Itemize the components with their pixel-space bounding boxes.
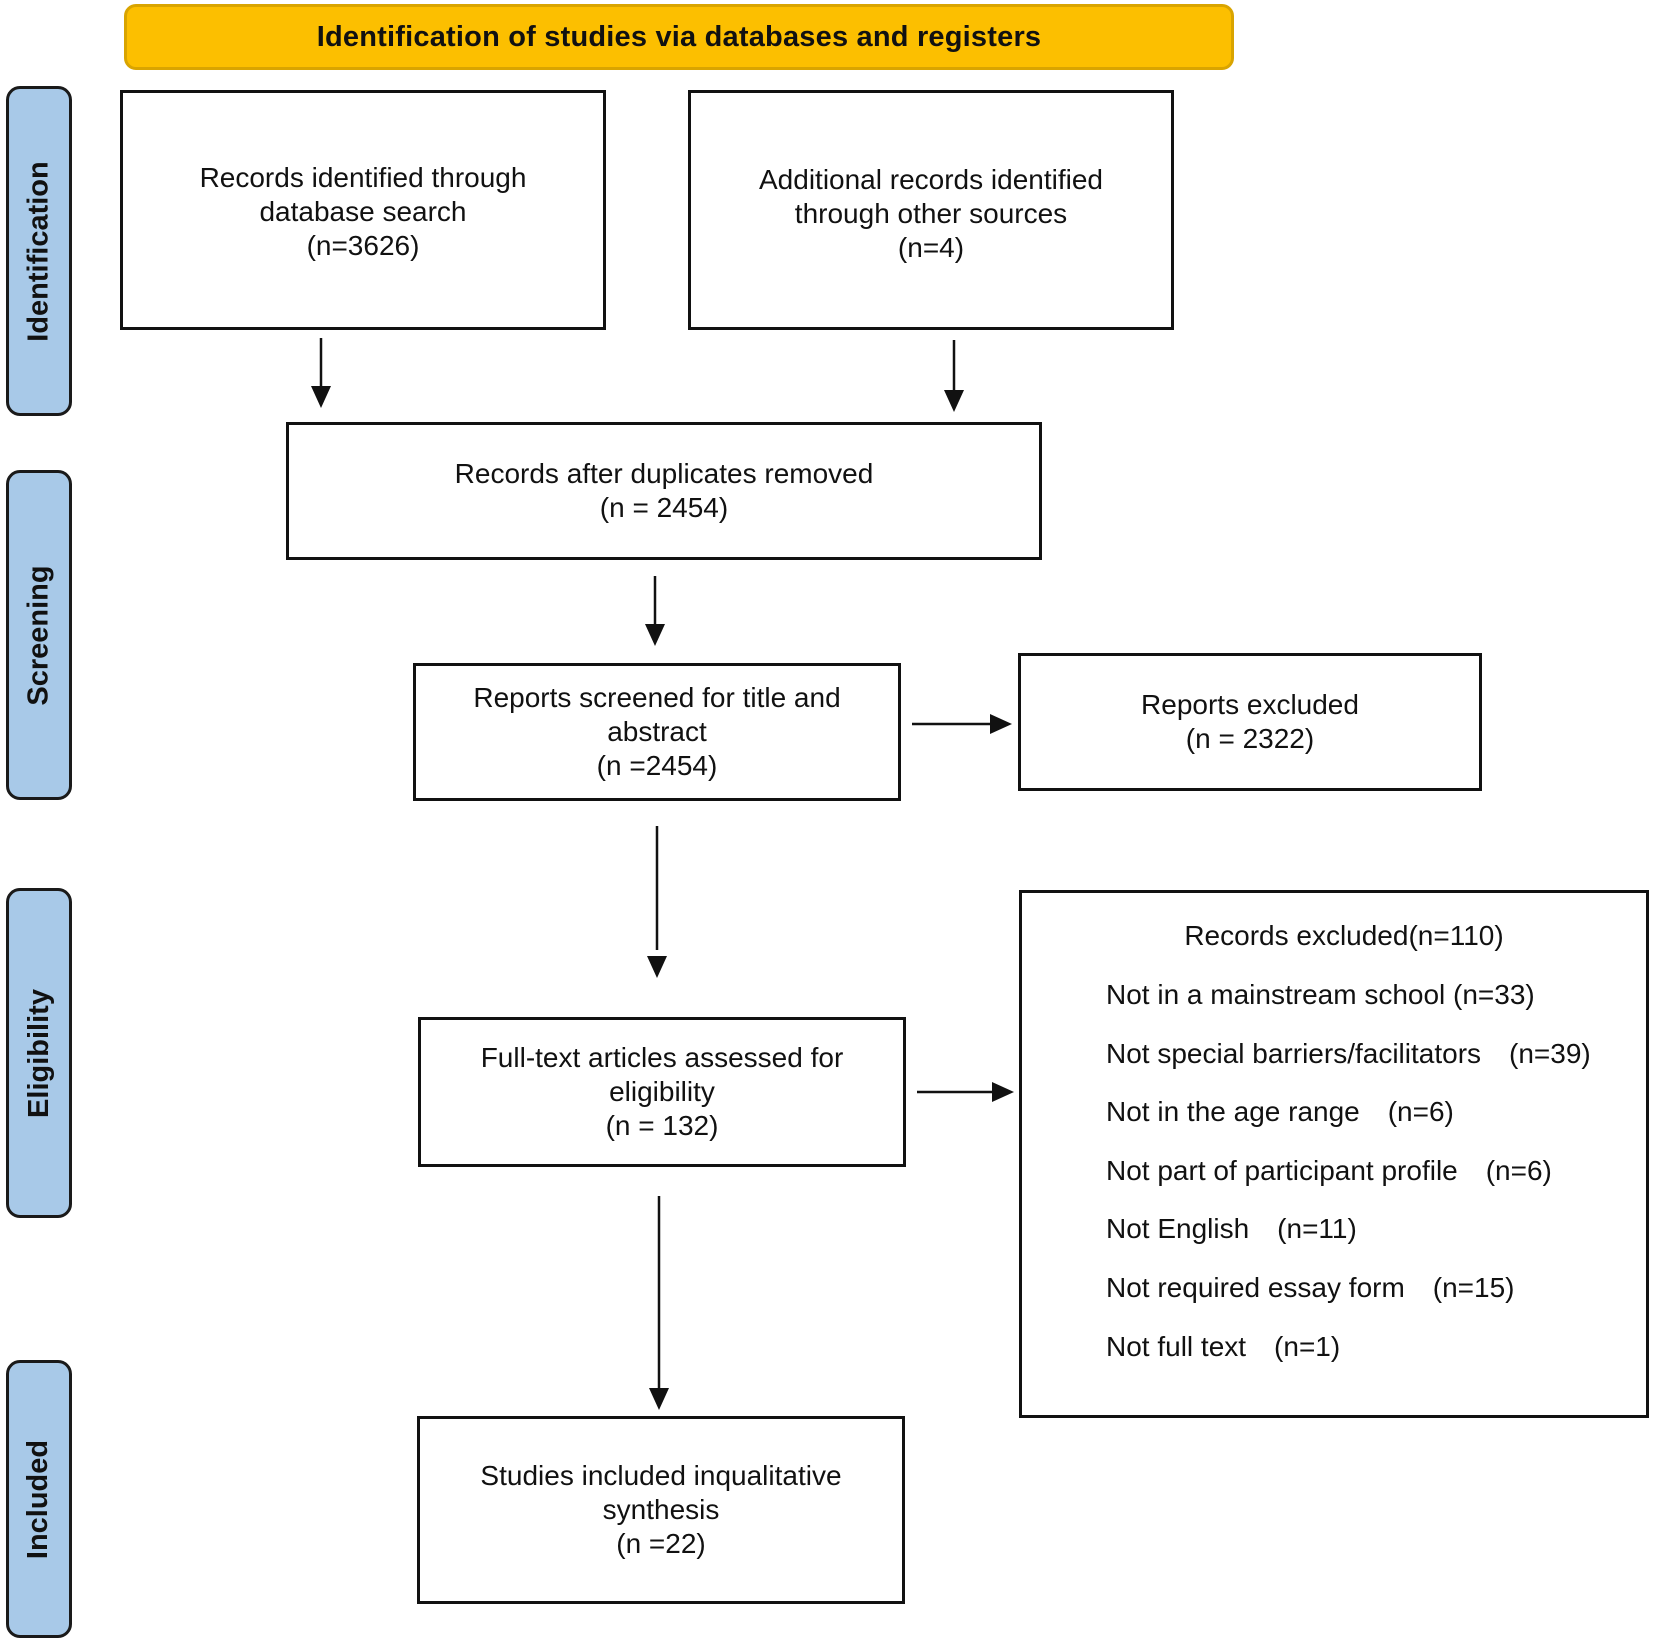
box-reports-excluded-line1: Reports excluded xyxy=(1141,689,1359,720)
arrowhead xyxy=(944,390,964,412)
box-duplicates-removed: Records after duplicates removed (n = 24… xyxy=(286,422,1042,560)
phase-included: Included xyxy=(6,1360,72,1638)
box-database-search-line2: database search xyxy=(259,196,467,227)
box-included-line1: Studies included inqualitative xyxy=(480,1460,842,1491)
arrowhead xyxy=(645,624,665,646)
box-database-search-line1: Records identified through xyxy=(199,162,527,193)
exclusion-reason: Not full text (n=1) xyxy=(1106,1331,1341,1362)
exclusion-reason: Not in a mainstream school (n=33) xyxy=(1106,979,1535,1010)
box-database-search: Records identified through database sear… xyxy=(120,90,606,330)
box-full-text-line2: eligibility xyxy=(609,1076,715,1107)
exclusion-reason: Not in the age range (n=6) xyxy=(1106,1096,1454,1127)
header-banner: Identification of studies via databases … xyxy=(124,4,1234,70)
arrowhead xyxy=(990,714,1012,734)
box-screened-line2: abstract xyxy=(607,716,707,747)
box-reports-excluded: Reports excluded (n = 2322) xyxy=(1018,653,1482,791)
exclusion-reason: Not part of participant profile (n=6) xyxy=(1106,1155,1552,1186)
box-screened-line1: Reports screened for title and xyxy=(473,682,841,713)
box-other-sources: Additional records identified through ot… xyxy=(688,90,1174,330)
box-included-line2: synthesis xyxy=(602,1494,720,1525)
box-full-text: Full-text articles assessed for eligibil… xyxy=(418,1017,906,1167)
arrowhead xyxy=(992,1082,1014,1102)
exclusion-reason: Not required essay form (n=15) xyxy=(1106,1272,1515,1303)
records-excluded-title: Records excluded(n=110) xyxy=(1184,920,1504,951)
box-duplicates-removed-count: (n = 2454) xyxy=(599,492,729,523)
arrowhead xyxy=(311,386,331,408)
box-reports-excluded-count: (n = 2322) xyxy=(1185,723,1315,754)
box-included: Studies included inqualitative synthesis… xyxy=(417,1416,905,1604)
box-other-sources-line1: Additional records identified xyxy=(759,164,1103,195)
arrowhead xyxy=(647,956,667,978)
box-records-excluded: Records excluded(n=110) Not in a mainstr… xyxy=(1019,890,1649,1418)
box-full-text-line1: Full-text articles assessed for xyxy=(480,1042,844,1073)
exclusion-reason: Not English (n=11) xyxy=(1106,1213,1357,1244)
box-other-sources-count: (n=4) xyxy=(897,232,965,263)
box-screened-count: (n =2454) xyxy=(596,750,718,781)
box-full-text-count: (n = 132) xyxy=(605,1110,719,1141)
phase-eligibility: Eligibility xyxy=(6,888,72,1218)
box-duplicates-removed-line1: Records after duplicates removed xyxy=(454,458,874,489)
box-other-sources-line2: through other sources xyxy=(794,198,1068,229)
box-database-search-count: (n=3626) xyxy=(306,230,420,261)
box-screened: Reports screened for title and abstract … xyxy=(413,663,901,801)
phase-screening: Screening xyxy=(6,470,72,800)
header-title: Identification of studies via databases … xyxy=(316,20,1042,53)
phase-identification: Identification xyxy=(6,86,72,416)
exclusion-reason: Not special barriers/facilitators (n=39) xyxy=(1106,1038,1591,1069)
arrowhead xyxy=(649,1388,669,1410)
box-included-count: (n =22) xyxy=(616,1528,706,1559)
